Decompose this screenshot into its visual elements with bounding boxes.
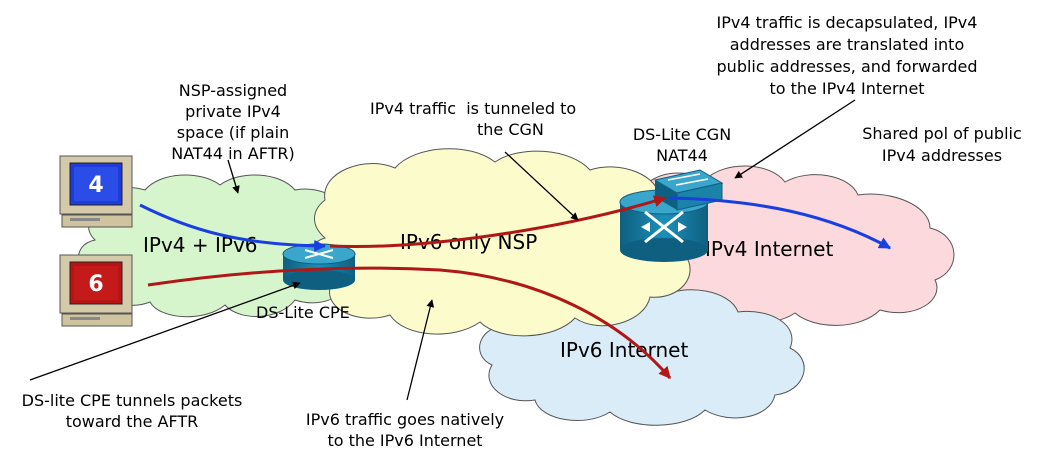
cgn-label-line1: DS-Lite CGN [633, 125, 731, 144]
annotation-tunneled-line1: IPv4 traffic is tunneled to [370, 99, 576, 118]
ipv4-screen-label: 4 [88, 173, 103, 198]
cloud-label-ipv4-ipv6: IPv4 + IPv6 [143, 233, 258, 257]
ipv4-internet-flow-line [669, 196, 892, 250]
ipv4-flow-line [139, 203, 327, 252]
annotation-cpe-line2: toward the AFTR [66, 412, 199, 431]
annotation-nsp-line2: private IPv4 [185, 102, 281, 121]
annotation-ipv6-native: IPv6 traffic goes natively to the IPv6 I… [306, 410, 504, 450]
ipv6-screen-label: 6 [88, 272, 103, 297]
tunnel-flow-line [329, 195, 667, 248]
pointer-tunneled [504, 151, 579, 221]
annotation-tunneled: IPv4 traffic is tunneled to the CGN [370, 99, 576, 139]
annotation-shared-pool: Shared pol of public IPv4 addresses [862, 124, 1022, 165]
cpe-label: DS-Lite CPE [256, 303, 350, 322]
annotation-decap-line4: to the IPv4 Internet [769, 79, 924, 98]
pointer-ipv6-native [406, 299, 435, 401]
annotation-shared-line1: Shared pol of public [862, 124, 1022, 143]
cgn-label-line2: NAT44 [656, 146, 708, 165]
ipv6-computer: 6 [59, 254, 133, 327]
annotation-cpe-line1: DS-lite CPE tunnels packets [22, 391, 243, 410]
annotation-decap-line2: addresses are translated into [730, 35, 964, 54]
nat44-box [653, 169, 724, 211]
annotation-ipv6-line1: IPv6 traffic goes natively [306, 410, 504, 429]
annotation-decapsulated: IPv4 traffic is decapsulated, IPv4 addre… [717, 13, 978, 98]
annotation-decap-line3: public addresses, and forwarded [717, 57, 978, 76]
annotation-shared-line2: IPv4 addresses [882, 146, 1002, 165]
ipv6-flow-line [147, 266, 672, 379]
pointer-nsp-assigned [227, 159, 240, 194]
annotation-nsp-line1: NSP-assigned [179, 81, 287, 100]
cloud-label-ipv4-internet: IPv4 Internet [705, 237, 833, 261]
cloud-label-ipv6-internet: IPv6 Internet [560, 338, 688, 362]
ipv4-computer: 4 [59, 155, 133, 228]
annotation-cpe-tunnels: DS-lite CPE tunnels packets toward the A… [22, 391, 243, 431]
annotation-nsp-line4: NAT44 in AFTR) [171, 144, 295, 163]
annotation-nsp-assigned: NSP-assigned private IPv4 space (if plai… [171, 81, 295, 163]
cloud-label-ipv6-only-nsp: IPv6 only NSP [400, 230, 537, 254]
cloud-ipv6-only-nsp [306, 148, 695, 337]
pointer-cpe-tunnels [29, 281, 301, 381]
annotation-decap-line1: IPv4 traffic is decapsulated, IPv4 [717, 13, 978, 32]
annotation-tunneled-line2: the CGN [477, 120, 544, 139]
annotation-ipv6-line2: to the IPv6 Internet [327, 431, 482, 450]
ds-lite-cpe-router [282, 243, 356, 290]
annotation-nsp-line3: space (if plain [177, 123, 289, 142]
pointer-decapsulated [734, 99, 856, 179]
